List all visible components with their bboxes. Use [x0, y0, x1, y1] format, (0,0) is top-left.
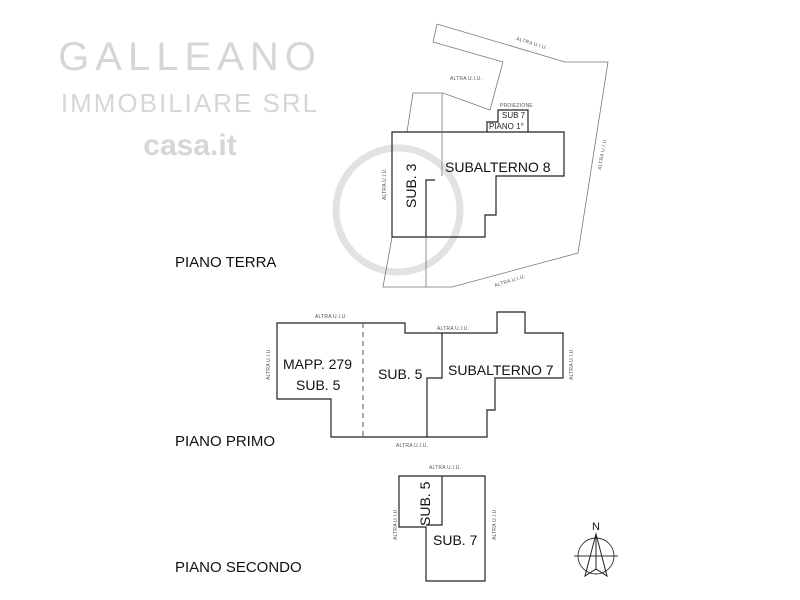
north-arrow-icon: N — [574, 521, 618, 578]
first-floor-plan: MAPP. 279 SUB. 5 SUB. 5 SUBALTERNO 7 ALT… — [175, 311, 575, 450]
neighbor-label: ALTRA U.I.U. — [437, 326, 469, 332]
projection-label: PIANO 1° — [489, 122, 524, 131]
floor-title: PIANO PRIMO — [175, 433, 275, 450]
compass-label: N — [592, 521, 600, 533]
neighbor-label: ALTRA U.I.U. — [315, 314, 347, 320]
neighbor-label: ALTRA U.I.U. — [450, 76, 482, 82]
projection-label: SUB 7 — [502, 111, 526, 120]
room-label: SUB. 5 — [417, 481, 433, 526]
neighbor-label: ALTRA U.I.U. — [597, 138, 608, 171]
divider — [426, 333, 443, 437]
neighbor-label: ALTRA U.I.U. — [382, 168, 388, 200]
divider — [425, 179, 435, 237]
second-floor-plan: SUB. 5 SUB. 7 ALTRA U.I.U. ALTRA U.I.U. … — [175, 465, 498, 582]
room-label: SUBALTERNO 8 — [445, 159, 551, 175]
first-floor-outline — [276, 311, 564, 438]
neighbor-label: ALTRA U.I.U. — [266, 348, 272, 380]
projection-label: PROIEZIONE — [500, 103, 533, 109]
neighbor-label: ALTRA U.I.U. — [494, 274, 526, 289]
room-label: SUB. 5 — [378, 366, 423, 382]
watermark-logo-icon — [332, 144, 464, 276]
room-label: SUB. 3 — [403, 163, 419, 208]
ground-neighbor-outline — [406, 23, 504, 133]
projection-outline — [486, 109, 529, 132]
neighbor-label: ALTRA U.I.U. — [396, 443, 428, 449]
room-label: SUBALTERNO 7 — [448, 362, 554, 378]
floor-title: PIANO TERRA — [175, 254, 276, 271]
ground-lot-outline — [382, 23, 609, 288]
room-label: SUB. 7 — [433, 532, 478, 548]
watermark-brand: GALLEANO — [58, 35, 322, 79]
floor-title: PIANO SECONDO — [175, 559, 302, 576]
watermark-sub: IMMOBILIARE SRL — [61, 88, 319, 118]
subalterno-8-outline — [391, 131, 565, 238]
room-label: MAPP. 279 — [283, 356, 352, 372]
second-floor-outline — [398, 475, 486, 582]
neighbor-label: ALTRA U.I.U. — [492, 508, 498, 540]
watermark: GALLEANO IMMOBILIARE SRL casa.it — [58, 35, 464, 276]
divider — [426, 476, 443, 526]
watermark-portal: casa.it — [143, 129, 236, 162]
room-label: SUB. 5 — [296, 377, 341, 393]
neighbor-label: ALTRA U.I.U. — [569, 348, 575, 380]
neighbor-label: ALTRA U.I.U. — [393, 508, 399, 540]
neighbor-label: ALTRA U.I.U. — [429, 465, 461, 471]
